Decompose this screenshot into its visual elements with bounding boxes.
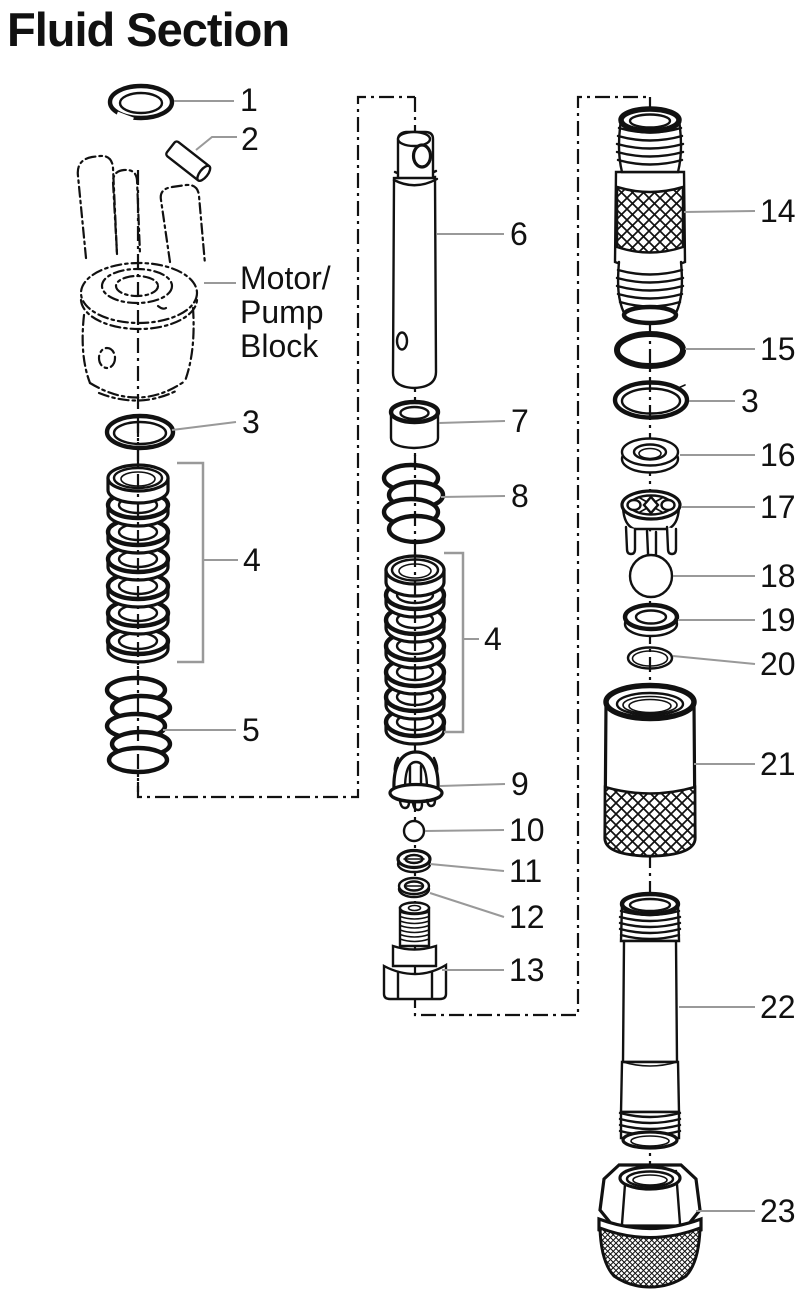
callout-part-4-left: 4 [243,542,261,578]
callout-part-18: 18 [760,558,796,594]
part-6-piston-rod [391,130,439,390]
leader-part-20 [672,655,756,665]
part-12-seal-washer [397,876,431,899]
part-8-spring [381,462,446,545]
callout-part-21: 21 [760,746,796,782]
callout-part-5: 5 [242,712,260,748]
parts-layer [76,83,703,1289]
callout-part-7: 7 [511,403,529,439]
motor-pump-block-outline [76,154,207,402]
callout-part-14: 14 [760,193,796,229]
part-10-ball [402,819,426,843]
leader-part-8 [440,495,506,498]
part-11-washer [396,848,432,874]
callout-part-12: 12 [509,899,545,935]
leader-part-2 [195,136,237,151]
leader-part-11 [429,863,505,872]
callout-part-13: 13 [509,952,545,988]
part-3-right-o-ring [612,380,690,420]
callout-part-1: 1 [240,82,258,118]
part-9-ball-cage [388,750,444,812]
part-22-suction-tube [618,891,682,1150]
bracket-part-4-left [177,461,205,664]
phantom-left-to-mid [136,95,415,799]
callout-part-11: 11 [509,853,542,889]
callout-part-20: 20 [760,646,796,682]
part-5-spring [104,675,173,775]
leader-part-10 [424,829,505,832]
page-title: Fluid Section [7,3,289,56]
callout-part-4-mid: 4 [484,621,502,657]
leader-part-9 [439,783,506,787]
callout-part-9: 9 [511,766,529,802]
callout-part-19: 19 [760,602,796,638]
part-21-intake-housing [603,682,697,858]
callout-part-23: 23 [760,1193,796,1229]
callout-part-10: 10 [509,812,545,848]
part-18-ball [628,553,674,599]
callout-part-22: 22 [760,989,796,1025]
part-13-valve-housing [382,901,448,1001]
part-20-o-ring [626,646,674,670]
part-7-piston-seat [388,399,441,450]
callout-part-17: 17 [760,489,796,525]
part-3-left-o-ring [104,413,176,451]
callout-part-2: 2 [241,121,259,157]
callout-part-6: 6 [510,216,528,252]
part-14-cylinder-sleeve [613,106,687,326]
bracket-part-4-mid [444,551,465,734]
callout-part-16: 16 [760,437,796,473]
part-17-ball-guide [620,489,682,560]
leader-part-3-left [171,421,237,431]
part-19-seat [622,602,680,638]
leader-part-12 [429,892,505,918]
callout-part-3-left: 3 [242,404,260,440]
leader-part-14 [683,210,756,213]
callout-part-15: 15 [760,331,796,367]
part-23-inlet-strainer [597,1163,703,1289]
part-16-washer [620,437,680,474]
callout-part-3-right: 3 [741,383,759,419]
leader-part-7 [438,420,506,424]
part-1-retaining-ring [107,83,175,123]
phantom-mid-to-right [413,95,650,1017]
part-15-o-ring [614,331,686,369]
part-2-pin [165,140,212,183]
callout-part-8: 8 [511,478,529,514]
